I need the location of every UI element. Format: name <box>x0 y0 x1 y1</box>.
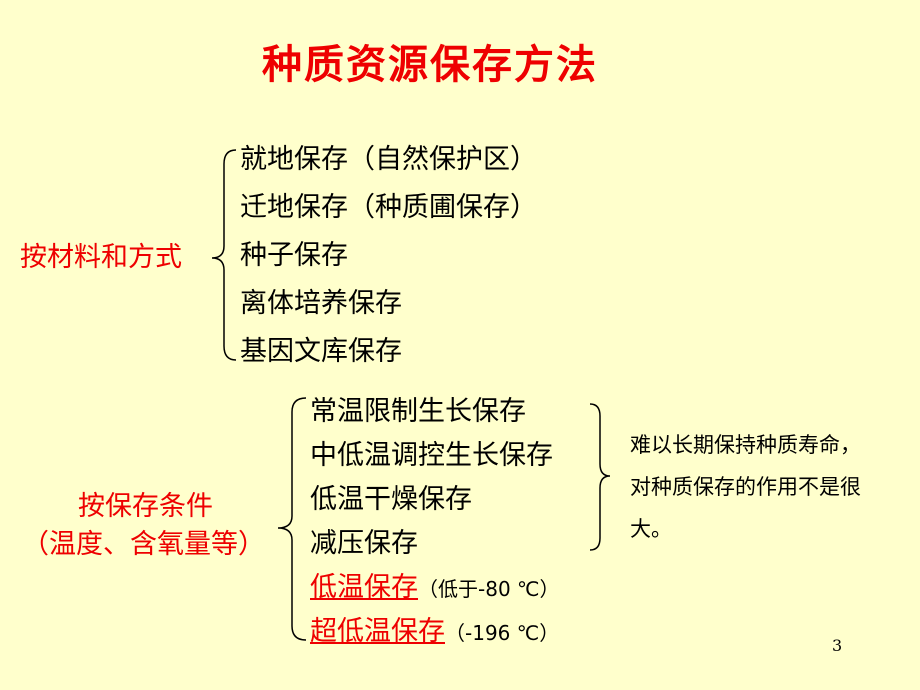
group1-brace <box>211 149 237 361</box>
note-brace <box>589 403 611 551</box>
group2-brace <box>277 397 307 641</box>
group1-label: 按材料和方式 <box>20 242 182 273</box>
highlight-item-note: （-196 ℃） <box>445 621 560 645</box>
group1-item: 离体培养保存 <box>240 288 402 319</box>
highlight-item-label: 低温保存 <box>310 572 418 603</box>
group1-item: 基因文库保存 <box>240 336 402 367</box>
group1-item: 就地保存（自然保护区） <box>240 144 537 175</box>
page-number: 3 <box>832 636 843 655</box>
highlight-item-label: 超低温保存 <box>310 616 445 647</box>
group2-label-line1: 按保存条件 <box>78 491 213 522</box>
group2-item: 中低温调控生长保存 <box>310 440 553 471</box>
group2-highlight-row: 低温保存（低于-80 ℃） <box>310 564 559 613</box>
group1-item: 种子保存 <box>240 240 348 271</box>
highlight-item-note: （低于-80 ℃） <box>418 577 560 601</box>
group2-item: 常温限制生长保存 <box>310 396 526 427</box>
slide-title: 种质资源保存方法 <box>262 42 598 88</box>
side-note: 难以长期保持种质寿命，对种质保存的作用不是很大。 <box>630 433 861 541</box>
group2-item: 低温干燥保存 <box>310 484 472 515</box>
group2-item: 减压保存 <box>310 528 418 559</box>
group1-item: 迁地保存（种质圃保存） <box>240 192 537 223</box>
group2-label-line2: （温度、含氧量等） <box>22 529 265 560</box>
group2-highlight-row: 超低温保存（-196 ℃） <box>310 608 559 657</box>
